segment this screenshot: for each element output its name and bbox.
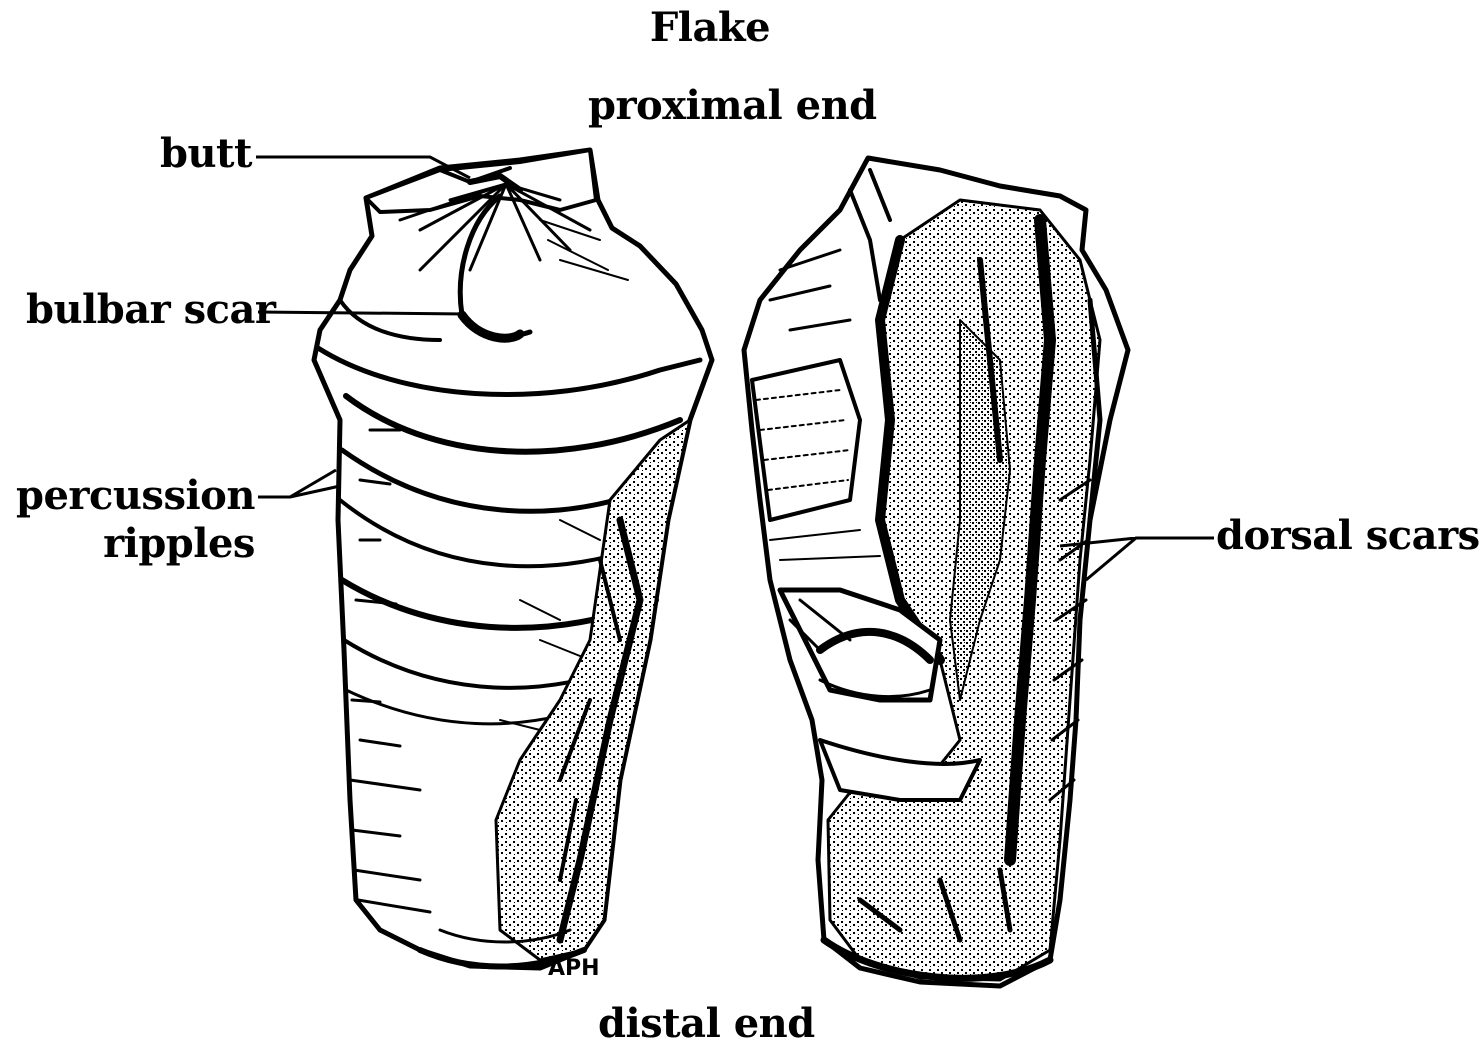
butt-label: butt [160, 134, 252, 174]
artist-signature: APH [548, 956, 600, 981]
dorsal-face-view [744, 158, 1128, 986]
dorsal-scar [752, 360, 860, 520]
distal-end-label: distal end [598, 1004, 815, 1044]
ventral-face-view [314, 150, 712, 968]
percussion-label-line1: percussion [16, 472, 255, 520]
proximal-end-label: proximal end [588, 86, 877, 126]
percussion-ripples-label: percussion ripples [16, 472, 255, 568]
diagram-title: Flake [0, 8, 1420, 48]
dorsal-scars-label: dorsal scars [1216, 516, 1480, 556]
bulbar-scar-leader-line [258, 312, 466, 314]
percussion-label-line2: ripples [16, 520, 255, 568]
bulbar-scar-label: bulbar scar [26, 290, 276, 330]
percussion-leader-line [258, 470, 340, 497]
